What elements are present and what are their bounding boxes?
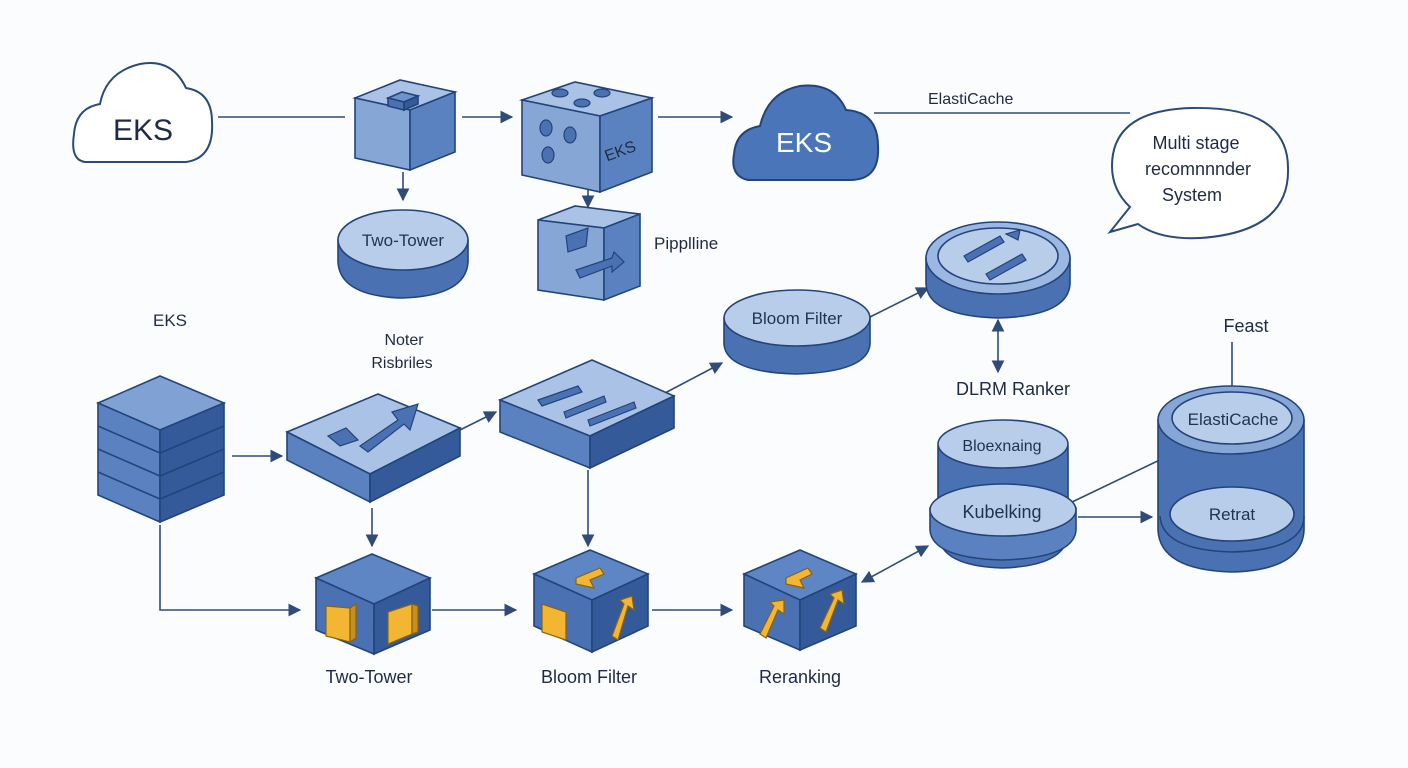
server-stack — [95, 375, 227, 524]
sync-arrows-icon — [963, 229, 1027, 281]
transfer-arrows-icon — [537, 385, 637, 427]
stack-layers — [97, 425, 225, 500]
edge-tray1-to-tray2 — [459, 411, 498, 431]
noter-line-2: Risbriles — [371, 355, 432, 372]
speech-bubble: Multi stage recomnnnder System — [1107, 106, 1290, 240]
bloom-filter-cube — [532, 549, 650, 654]
bloom-arrows-icon — [541, 567, 635, 641]
dlrm-ranker-label: DLRM Ranker — [956, 379, 1070, 399]
bloom-filter-bottom-label: Bloom Filter — [541, 667, 637, 687]
edge-kube-to-cache-top — [1069, 455, 1169, 504]
retrat-label: Retrat — [1209, 505, 1256, 524]
eks-cloud-mid: EKS — [732, 84, 880, 181]
eks-cloud-left-label: EKS — [113, 114, 173, 147]
kube-cylinder-stack: Bloexnaing Kubelking — [929, 419, 1077, 569]
two-tower-cube — [314, 553, 432, 656]
pipeline-cube — [537, 205, 641, 302]
eks-cube: EKS — [518, 81, 656, 194]
bloom-filter-cylinder: Bloom Filter — [723, 289, 871, 375]
elasticache-cyl-label: ElastiCache — [1188, 410, 1279, 429]
feast-cache-cylinder: ElastiCache Retrat — [1157, 385, 1305, 573]
two-tower-bottom-label: Two-Tower — [325, 667, 412, 687]
reranking-cube — [742, 549, 858, 652]
kubelking-label: Kubelking — [962, 502, 1041, 522]
speech-line-2: recomnnnder — [1145, 159, 1251, 179]
eks-plain-label: EKS — [153, 311, 187, 330]
feast-label: Feast — [1223, 316, 1268, 336]
elasticache-top-label: ElastiCache — [928, 91, 1013, 108]
edge-reranking-to-kube — [860, 545, 930, 583]
speech-line-3: System — [1162, 185, 1222, 205]
reranking-label: Reranking — [759, 667, 841, 687]
noter-line-1: Noter — [384, 332, 424, 349]
tray-node-2 — [497, 359, 676, 470]
two-tower-pill: Two-Tower — [337, 209, 469, 299]
tower-blocks-icon — [325, 602, 419, 645]
pipeline-label: Pipplline — [654, 234, 718, 253]
dots-icon — [539, 88, 611, 164]
dlrm-cylinder — [925, 221, 1071, 319]
eks-cloud-left: EKS — [72, 62, 214, 163]
tray-node-1 — [285, 393, 462, 504]
bloom-filter-top-label: Bloom Filter — [752, 309, 843, 328]
edge-tray2-to-bloom — [664, 362, 724, 394]
cube-node-1 — [352, 79, 458, 172]
chip-icon — [385, 91, 421, 112]
edge-stack-to-two-tower — [159, 525, 302, 617]
eks-cloud-mid-label: EKS — [776, 127, 832, 158]
two-tower-pill-label: Two-Tower — [362, 231, 445, 250]
growth-arrow-icon — [326, 403, 419, 453]
bloexnaing-label: Bloexnaing — [962, 438, 1041, 455]
rerank-arrows-icon — [759, 567, 845, 639]
pipeline-arrow-icon — [565, 227, 625, 279]
edge-bloom-to-dlrm — [867, 287, 930, 319]
speech-line-1: Multi stage — [1152, 133, 1239, 153]
